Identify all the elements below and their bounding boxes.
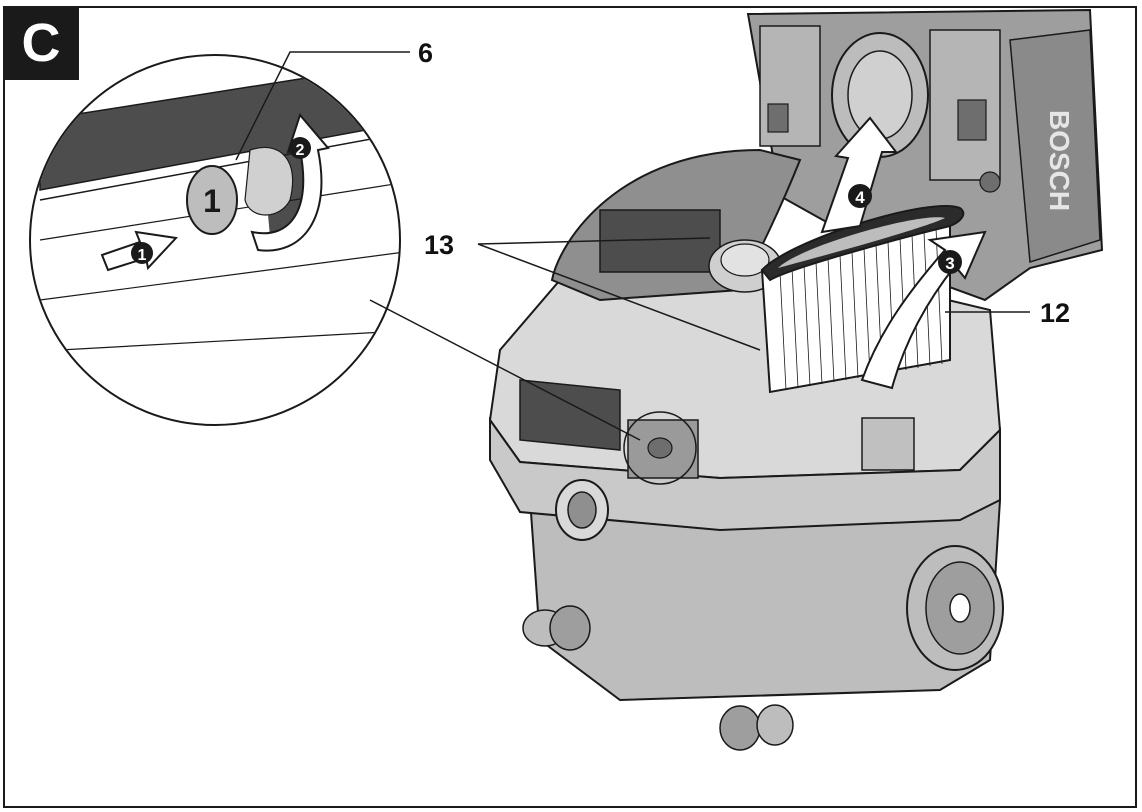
step4-marker: 4 bbox=[855, 188, 865, 207]
brand-label: BOSCH bbox=[1044, 110, 1075, 211]
figure-border bbox=[3, 6, 1137, 808]
step3-marker: 3 bbox=[945, 254, 954, 273]
panel-letter: C bbox=[3, 6, 79, 80]
wheels bbox=[522, 545, 1004, 751]
detail-button-label: 1 bbox=[203, 183, 221, 219]
detail-inset: 1 1 2 bbox=[29, 54, 401, 426]
step2-marker: 2 bbox=[296, 142, 305, 159]
leader-lines bbox=[235, 51, 1030, 351]
arrow-step3-icon: 3 bbox=[860, 230, 987, 390]
callout-13: 13 bbox=[424, 230, 455, 260]
callout-6: 6 bbox=[418, 38, 434, 68]
callout-12: 12 bbox=[1040, 298, 1071, 328]
step1-marker: 1 bbox=[138, 247, 147, 264]
arrow-step4-icon: 4 bbox=[820, 116, 899, 234]
